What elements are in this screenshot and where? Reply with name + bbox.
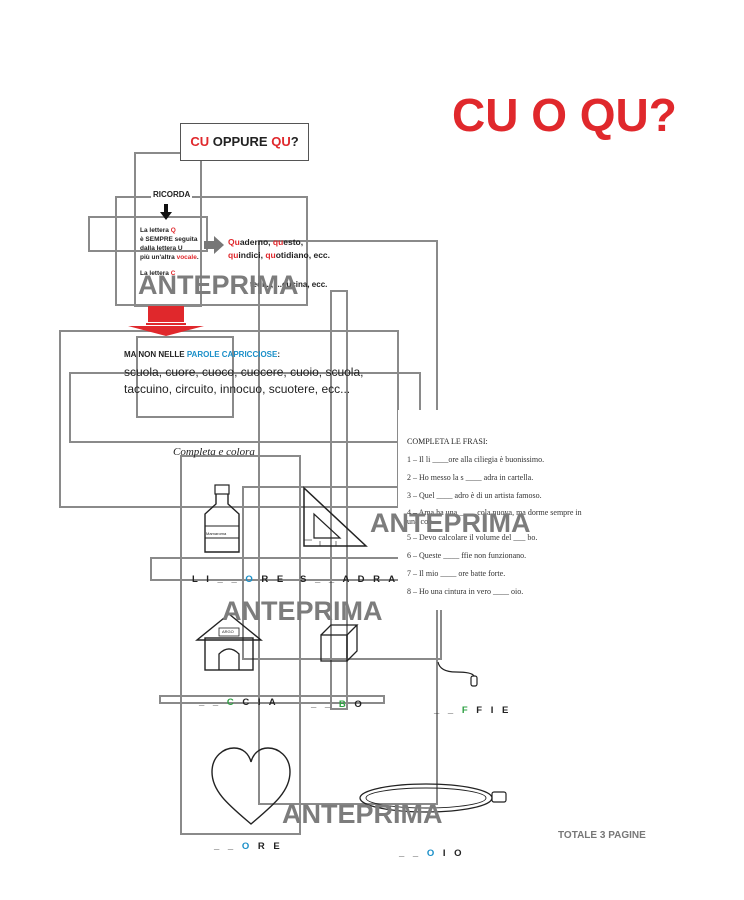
header-question: ? [290,134,299,149]
total-pages: TOTALE 3 PAGINE [558,830,646,841]
word-cubo: _ _ B O [311,699,365,710]
word-cuccia: _ _ C C I A [199,697,279,708]
sentence-6: 6 – Queste ____ ffie non funzionano. [407,551,527,560]
heart-drawing [210,746,292,831]
belt-drawing [356,780,514,825]
word-cuoio: _ _ O I O [399,848,465,859]
sentence-8: 8 – Ho una cintura in vero ____ oio. [407,587,524,596]
sentence-4: 4 – Ama ha una ____ cola nuova, ma dorme… [407,508,582,517]
rule-q-l3: dalla lettera U [140,245,183,252]
sentence-3: 3 – Quel ____ adro è di un artista famos… [407,491,542,500]
ex-q-1b: aderno, [239,237,273,247]
w4c: O [348,699,365,710]
ma-non-b: PAROLE CAPRICCIOSE [186,350,278,359]
cube-drawing [318,622,360,669]
ex-q-3b: indici, [238,250,266,260]
rule-q: La lettera Q è SEMPRE seguita dalla lett… [140,226,199,262]
sentence-2: 2 – Ho messo la s ____ adra in cartella. [407,473,534,482]
headphones-drawing [436,660,484,695]
rule-q-l4c: . [196,254,199,261]
setsquare-drawing [300,486,370,555]
w1a: L I _ _ [192,574,246,585]
frame [330,290,348,710]
w4a: _ _ [311,699,339,710]
arrow-right-icon [204,236,224,259]
watermark: ANTEPRIMA [370,508,531,538]
ex-q-4b: otidiano, ecc. [275,250,331,260]
w1b: O [245,574,256,585]
ex-q-3a: qu [228,250,239,260]
w6c: R E [252,841,283,852]
doghouse-drawing [195,612,263,677]
w1c: R E [255,574,287,585]
ex-q-2b: esto, [283,237,304,247]
rule-q-l4a: più un'altra [140,254,177,261]
capricious-line-1: scuola, cuore, cuoco, cuocere, cuoio, sc… [124,365,364,379]
w4b: B [338,699,349,710]
w6a: _ _ [214,841,242,852]
w5c: F I E [470,705,512,716]
word-cuffie: _ _ F F I E [434,705,511,716]
w3a: _ _ [199,697,227,708]
header-oppure: OPPURE [209,134,272,149]
header-qu: QU [271,134,291,149]
word-cuore: _ _ O R E [214,841,283,852]
examples-c: tedi..., ...cucina, ecc. [250,280,328,289]
bottle-drawing [197,484,247,559]
page-title: CU O QU? [452,89,677,141]
watermark: ANTEPRIMA [282,799,443,829]
ma-non-c: : [277,350,281,359]
ma-non-a: MA NON NELLE [124,350,187,359]
rule-q-l4b: vocale [176,254,197,261]
header-cu: CU [190,134,210,149]
sentence-5: 5 – Devo calcolare il volume del ___ bo. [407,533,538,542]
examples-q: Quaderno, questo, quindici, quotidiano, … [228,236,330,262]
bottle-label: Mamaroma [206,531,227,536]
frame [180,455,301,835]
ricorda-label: RICORDA [151,190,193,199]
w5b: F [461,705,471,716]
rule-c-l1a: La lettera [140,270,171,277]
word-liquore: L I _ _ O R E [192,574,286,585]
house-label: ARGO [222,629,234,634]
ex-q-4a: qu [265,250,276,260]
w3b: C [226,697,237,708]
rule-q-l1a: La lettera [140,227,171,234]
watermark: ANTEPRIMA [222,596,383,626]
rule-c-l1b: C [170,270,176,277]
rule-q-l1b: Q [170,227,176,234]
frame [88,216,208,252]
capricious-line-2: taccuino, circuito, innocuo, scuotere, e… [124,382,351,396]
sentence-1: 1 – Il li ____ore alla ciliegia è buonis… [407,455,545,464]
watermark: ANTEPRIMA [138,270,299,300]
rule-c: La lettera C [140,270,175,277]
w6b: O [241,841,253,852]
completa-colora: Completa e colora [173,446,255,458]
frame [69,372,421,443]
w7c: I O [437,848,465,859]
sentence-7: 7 – Il mio ____ ore batte forte. [407,569,506,578]
exercise-heading: COMPLETA LE FRASI: [407,437,488,446]
frame [136,336,234,418]
w7b: O [426,848,438,859]
word-squadra: S _ _ A D R A [300,574,398,585]
w3c: C I A [236,697,279,708]
exercise-panel [398,410,588,610]
arrow-down-icon [160,204,172,225]
header-box: CU OPPURE QU? [180,123,309,161]
red-arrow-icon [128,306,204,341]
w7a: _ _ [399,848,427,859]
w2a: S _ _ A D R A [300,574,399,585]
w5a: _ _ [434,705,462,716]
sentence-4-cont: una con... [407,517,439,526]
ex-q-2a: qu [272,237,284,247]
ex-q-1a: Qu [228,237,240,247]
frame [159,695,385,704]
rule-q-l2: è SEMPRE seguita [140,236,198,243]
ma-non-heading: MA NON NELLE PAROLE CAPRICCIOSE: [124,350,280,359]
